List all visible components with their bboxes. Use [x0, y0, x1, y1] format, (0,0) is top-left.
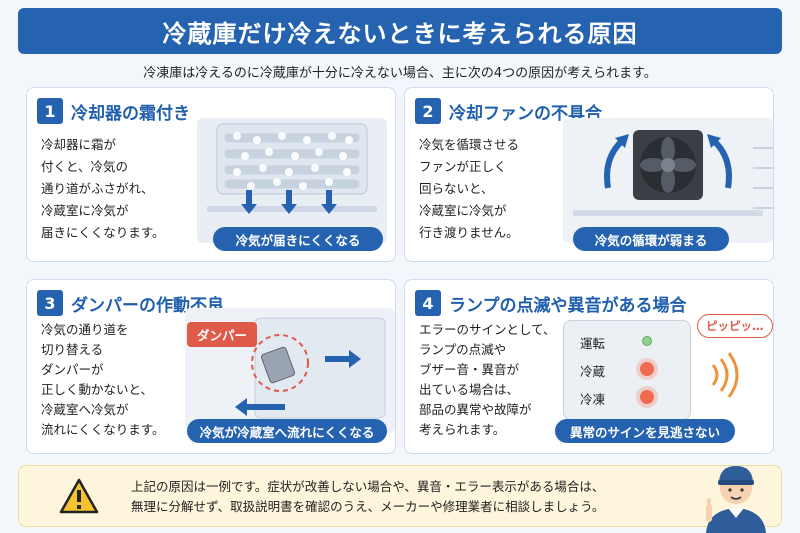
card-badge: 冷気の循環が弱まる	[573, 227, 729, 251]
cause-card-fan: 2 冷却ファンの不具合 冷気を循環させる ファンが正しく 回らないと、 冷蔵室に…	[404, 87, 774, 262]
control-panel-icon: 運転 冷蔵 冷凍	[563, 320, 691, 420]
card-description: 冷気を循環させる ファンが正しく 回らないと、 冷蔵室に冷気が 行き渡りません。	[419, 137, 520, 240]
card-number: 4	[415, 290, 441, 316]
frosted-evaporator-icon	[197, 118, 387, 243]
repair-worker-icon	[696, 452, 776, 533]
card-description: エラーのサインとして、 ランプの点滅や ブザー音・異音が 出ている場合は、 部品…	[419, 322, 556, 437]
panel-label-operation: 運転	[580, 336, 606, 351]
cause-card-damper: 3 ダンパーの作動不良 冷気の通り道を 切り替える ダンパーが 正しく動かないと…	[26, 279, 396, 454]
lamp-red-freezer	[640, 390, 654, 404]
card-badge: 異常のサインを見逃さない	[555, 419, 735, 443]
page-subtitle: 冷凍庫は冷えるのに冷蔵庫が十分に冷えない場合、主に次の4つの原因が考えられます。	[143, 66, 657, 81]
advice-notice: 上記の原因は一例です。症状が改善しない場合や、異音・エラー表示がある場合は、 無…	[18, 465, 782, 527]
card-description: 冷却器に霜が 付くと、冷気の 通り道がふさがれ、 冷蔵室に冷気が 届きにくくなり…	[41, 137, 165, 240]
fan-icon	[563, 118, 773, 243]
card-number: 3	[37, 290, 63, 316]
sound-wave-icon	[705, 350, 745, 400]
card-badge: 冷気が冷蔵室へ流れにくくなる	[187, 419, 387, 443]
card-title: ランプの点滅や異音がある場合	[449, 296, 687, 316]
notice-text: 上記の原因は一例です。症状が改善しない場合や、異音・エラー表示がある場合は、 無…	[131, 479, 605, 514]
card-badge: 冷気が届きにくくなる	[213, 227, 383, 251]
panel-label-freezer: 冷凍	[580, 392, 606, 407]
cause-card-warning-signs: 4 ランプの点滅や異音がある場合 エラーのサインとして、 ランプの点滅や ブザー…	[404, 279, 774, 454]
beep-bubble: ピッピッ…	[697, 314, 773, 338]
warning-icon	[59, 478, 99, 514]
card-description: 冷気の通り道を 切り替える ダンパーが 正しく動かないと、 冷蔵室へ冷気が 流れ…	[41, 322, 165, 437]
lamp-red-fridge	[640, 362, 654, 376]
page-title: 冷蔵庫だけ冷えないときに考えられる原因	[18, 8, 782, 54]
damper-callout: ダンパー	[187, 322, 258, 347]
card-number: 2	[415, 98, 441, 124]
card-title: 冷却器の霜付き	[71, 104, 190, 124]
card-number: 1	[37, 98, 63, 124]
panel-label-fridge: 冷蔵	[580, 364, 606, 379]
cause-card-frost: 1 冷却器の霜付き 冷却器に霜が 付くと、冷気の 通り道がふさがれ、 冷蔵室に冷…	[26, 87, 396, 262]
lamp-green	[642, 336, 652, 346]
